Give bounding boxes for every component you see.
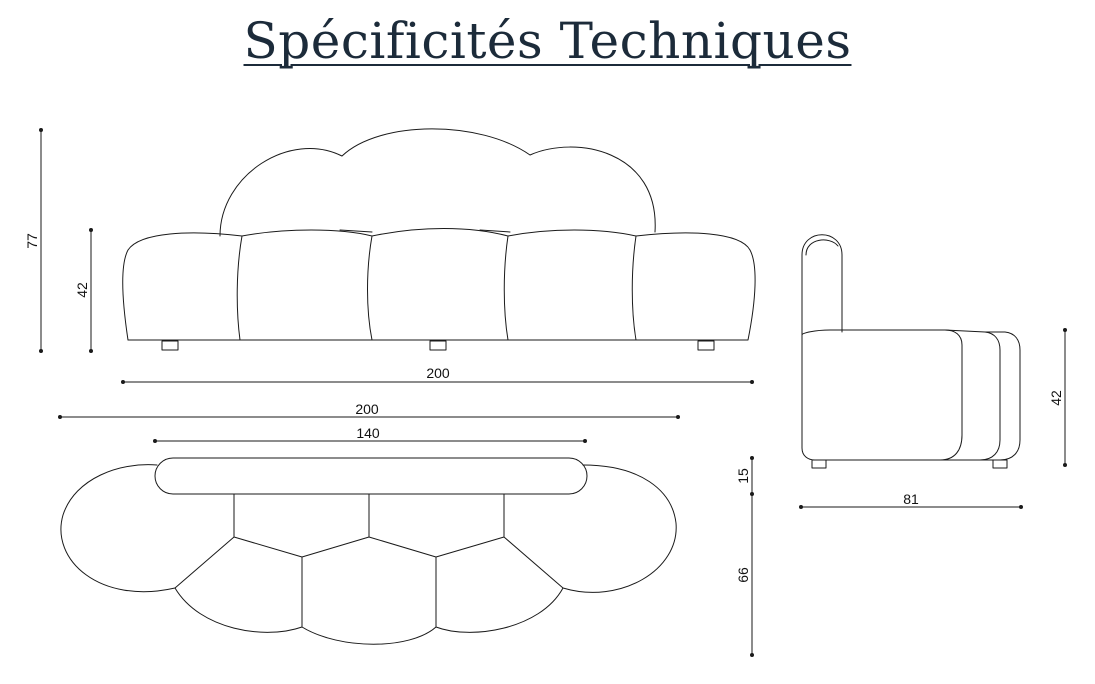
dimension-total-height: 77	[24, 128, 43, 353]
front-width-label: 200	[426, 365, 450, 381]
front-view-drawing	[122, 128, 756, 351]
side-view-drawing	[801, 234, 1021, 469]
backrest-width-label: 140	[356, 425, 380, 441]
dimension-seat-height-front: 42	[74, 228, 93, 353]
dimension-side-depth: 81	[799, 491, 1023, 509]
seat-height-side-label: 42	[1048, 390, 1064, 406]
dimension-backrest-width: 140	[153, 425, 587, 443]
seat-depth-label: 66	[735, 567, 751, 583]
page-title: Spécificités Techniques	[243, 12, 852, 70]
dimension-top-overall-width: 200	[58, 401, 680, 419]
side-depth-label: 81	[903, 491, 919, 507]
dimension-front-width: 200	[121, 365, 754, 384]
dimension-seat-height-side: 42	[1048, 328, 1067, 467]
total-height-label: 77	[24, 233, 40, 249]
dimension-top-depths: 15 66	[735, 456, 754, 657]
backrest-depth-label: 15	[735, 468, 751, 484]
top-view-drawing	[60, 457, 677, 645]
top-overall-width-label: 200	[355, 401, 379, 417]
seat-height-front-label: 42	[74, 282, 90, 298]
